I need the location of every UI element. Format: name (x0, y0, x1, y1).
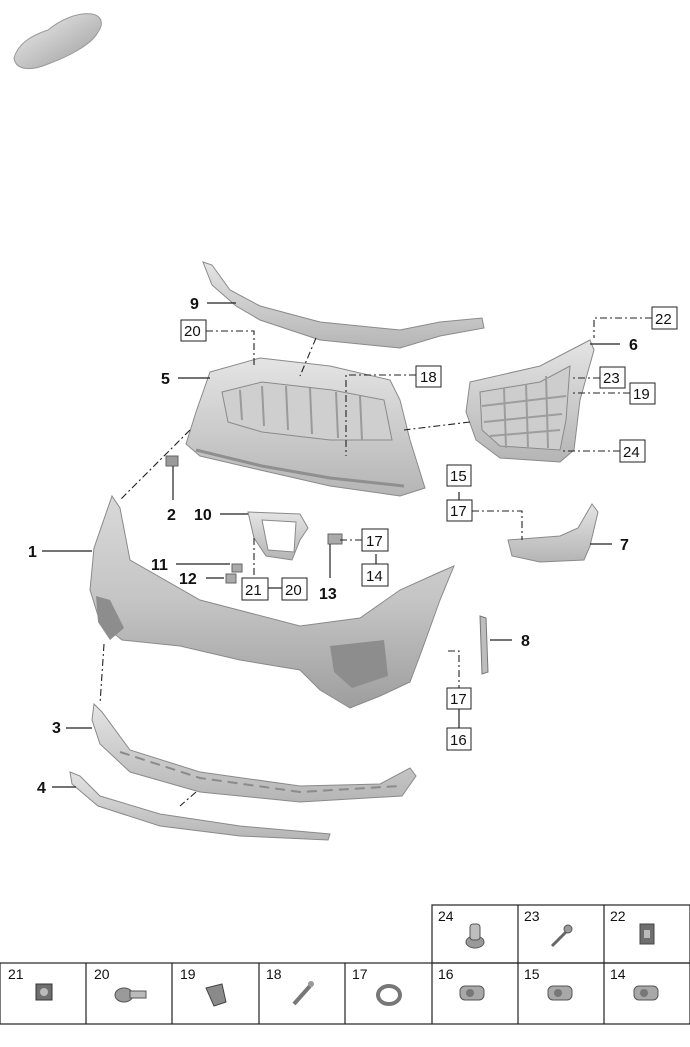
part-10-bracket (247, 511, 309, 561)
grid-label-14: 14 (610, 966, 626, 982)
callout-8: 8 (521, 633, 530, 650)
grid-label-22: 22 (610, 908, 626, 924)
grid-label-20: 20 (94, 966, 110, 982)
boxed-callout-18: 18 (420, 369, 437, 386)
callout-9: 9 (190, 296, 199, 313)
callout-4: 4 (37, 780, 46, 797)
boxed-callout-20-top: 20 (184, 323, 201, 340)
part-4-lower-trim (69, 771, 331, 841)
car-thumbnail-icon (13, 13, 102, 69)
grommet-pin-icon (292, 981, 314, 1006)
boxed-callout-23: 23 (603, 370, 620, 387)
boxed-callout-16: 16 (450, 732, 467, 749)
grid-label-15: 15 (524, 966, 540, 982)
bolt-icon (114, 987, 147, 1003)
callout-6: 6 (629, 337, 638, 354)
part-2-clip (165, 455, 179, 467)
parking-sensor-icon (633, 985, 659, 1001)
parts-grid: 24 23 22 21 20 19 18 17 16 15 14 (0, 904, 690, 1025)
grid-label-16: 16 (438, 966, 454, 982)
callout-13: 13 (319, 586, 337, 603)
part-3-front-spoiler (91, 702, 417, 803)
callout-12: 12 (179, 571, 197, 588)
boxed-callout-21: 21 (245, 582, 262, 599)
part-13-sensor-holder (327, 533, 343, 545)
part-6-side-grille (465, 339, 595, 463)
boxed-callout-17-mid: 17 (450, 503, 467, 520)
grid-label-17: 17 (352, 966, 368, 982)
boxed-callouts: 20 18 22 23 19 24 15 17 17 14 21 20 17 1… (180, 306, 678, 751)
callout-2: 2 (167, 507, 176, 524)
sealing-ring-icon (376, 984, 402, 1006)
part-9-upper-member (202, 261, 485, 349)
spring-clip-icon (205, 983, 227, 1007)
callout-1: 1 (28, 544, 37, 561)
boxed-callout-24: 24 (623, 444, 640, 461)
part-8-side-trim (479, 615, 489, 675)
part-12-nut (225, 573, 237, 584)
part-1-bumper-cover (89, 494, 455, 709)
callout-10: 10 (194, 507, 212, 524)
part-7-side-bracket (507, 503, 599, 563)
boxed-callout-17-low: 17 (450, 691, 467, 708)
boxed-callout-22: 22 (655, 311, 672, 328)
parking-sensor-icon (547, 985, 573, 1001)
grid-label-18: 18 (266, 966, 282, 982)
expanding-rivet-icon (465, 923, 485, 949)
parking-sensor-icon (459, 985, 485, 1001)
boxed-callout-17-right: 17 (366, 533, 383, 550)
boxed-callout-20-low: 20 (285, 582, 302, 599)
callout-7: 7 (620, 537, 629, 554)
connector-lines (99, 317, 652, 807)
grid-label-19: 19 (180, 966, 196, 982)
grid-label-24: 24 (438, 908, 454, 924)
part-5-support-frame (185, 357, 426, 497)
part-11-screw (231, 563, 243, 573)
callout-11: 11 (151, 557, 168, 574)
boxed-callout-19: 19 (633, 386, 650, 403)
grid-label-23: 23 (524, 908, 540, 924)
callout-5: 5 (161, 371, 170, 388)
speed-nut-icon (35, 983, 53, 1001)
boxed-callout-14: 14 (366, 568, 383, 585)
grid-label-21: 21 (8, 966, 24, 982)
boxed-callout-15: 15 (450, 468, 467, 485)
clip-nut-icon (639, 923, 655, 945)
leader-lines (42, 302, 620, 788)
callout-3: 3 (52, 720, 61, 737)
push-pin-icon (550, 924, 573, 948)
